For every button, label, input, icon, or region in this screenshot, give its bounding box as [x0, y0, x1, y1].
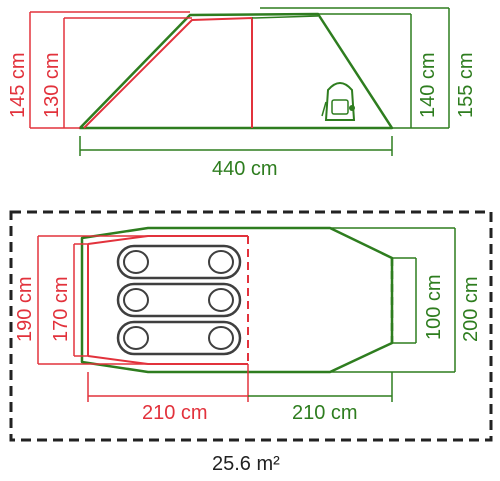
label-height-130: 130 cm	[41, 52, 63, 118]
label-length-bedroom: 210 cm	[142, 402, 208, 424]
label-width-170: 170 cm	[50, 276, 72, 342]
label-width-190: 190 cm	[14, 276, 36, 342]
label-width-100: 100 cm	[423, 274, 445, 340]
label-area: 25.6 m²	[212, 453, 280, 475]
sleeping-bag-3	[116, 320, 242, 356]
label-width-200: 200 cm	[460, 276, 482, 342]
inner-tent-side	[83, 16, 253, 129]
backpack-icon	[321, 82, 356, 121]
floor-plan: 190 cm 170 cm 100 cm 200 cm 210 cm 210 c…	[9, 210, 493, 442]
area-frame	[9, 210, 493, 442]
tent-ridge-line	[251, 15, 319, 19]
side-view: 145 cm 130 cm 140 cm 155 cm 440 cm	[7, 7, 477, 180]
label-length-440: 440 cm	[212, 158, 278, 180]
label-height-155: 155 cm	[455, 52, 477, 118]
sleeping-bag-1	[116, 244, 242, 280]
label-height-140: 140 cm	[417, 52, 439, 118]
label-length-living: 210 cm	[292, 402, 358, 424]
label-height-145: 145 cm	[7, 52, 29, 118]
sleeping-bag-2	[116, 282, 242, 318]
